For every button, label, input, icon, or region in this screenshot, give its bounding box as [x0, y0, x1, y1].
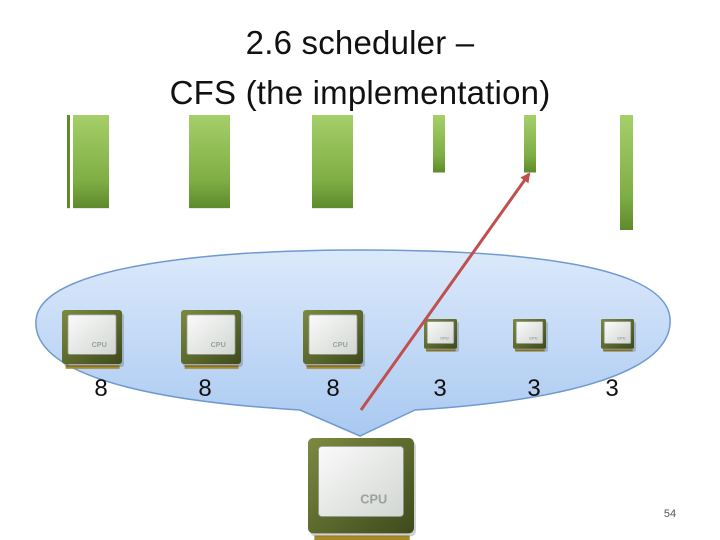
task-weight-label: 3 [527, 375, 540, 402]
task-cpu-chip-icon: CPU [513, 319, 548, 352]
task-weight-label: 8 [326, 375, 339, 402]
runtime-bar-edge [67, 115, 70, 209]
cpu-pins [514, 349, 545, 352]
slide-title-line-2: CFS (the implementation) [169, 74, 551, 111]
cpu-pins [184, 365, 239, 369]
task-cpu-chip-icon: CPU [303, 310, 365, 369]
page-number: 54 [663, 508, 677, 520]
cpu-face [426, 321, 455, 344]
cpu-face [308, 314, 358, 355]
cpu-face [318, 446, 404, 517]
task-weight-label: 8 [198, 375, 211, 402]
cpu-pins [314, 535, 410, 540]
task-weight-labels: 8 8 8 3 3 3 [94, 375, 618, 402]
cpu-chip-label: CPU [529, 335, 537, 340]
cpu-pins [425, 349, 456, 352]
cpu-pins [306, 365, 361, 369]
cpu-chip-label: CPU [92, 340, 107, 349]
task-runtime-bar [189, 115, 230, 209]
cpu-chip-label: CPU [211, 340, 226, 349]
task-cpu-chip-icon: CPU [62, 310, 124, 369]
cpu-pins [65, 365, 120, 369]
cpu-chip-label: CPU [440, 335, 448, 340]
cpu-chip-label: CPU [333, 340, 348, 349]
task-cpu-chip-icon: CPU [601, 319, 636, 352]
cpu-face [515, 321, 544, 344]
cpu-face [186, 314, 236, 355]
task-weight-label: 3 [433, 375, 446, 402]
cpu-chip-label: CPU [617, 335, 625, 340]
task-runtime-bar [433, 115, 445, 173]
task-cpu-chip-icon: CPU [424, 319, 459, 352]
main-cpu-chip-icon: CPU [308, 438, 416, 540]
runtime-bars [67, 115, 633, 230]
task-cpu-chip-icon: CPU [181, 310, 243, 369]
task-cpu-chips: CPU CPU CPU CPU CPU CPU [62, 310, 636, 369]
cpu-pins [602, 349, 633, 352]
slide-title-line-1: 2.6 scheduler – [245, 24, 475, 61]
task-runtime-bar [312, 115, 353, 209]
cpu-face [67, 314, 117, 355]
cpu-chip-label: CPU [360, 492, 387, 507]
task-runtime-bar [524, 115, 536, 173]
cpu-chip-icon: CPU [308, 438, 416, 540]
selection-arrow [359, 172, 531, 411]
cpu-face [603, 321, 632, 344]
task-weight-label: 8 [94, 375, 107, 402]
task-runtime-bar [620, 115, 633, 230]
task-weight-label: 3 [605, 375, 618, 402]
task-runtime-bar [73, 115, 109, 209]
